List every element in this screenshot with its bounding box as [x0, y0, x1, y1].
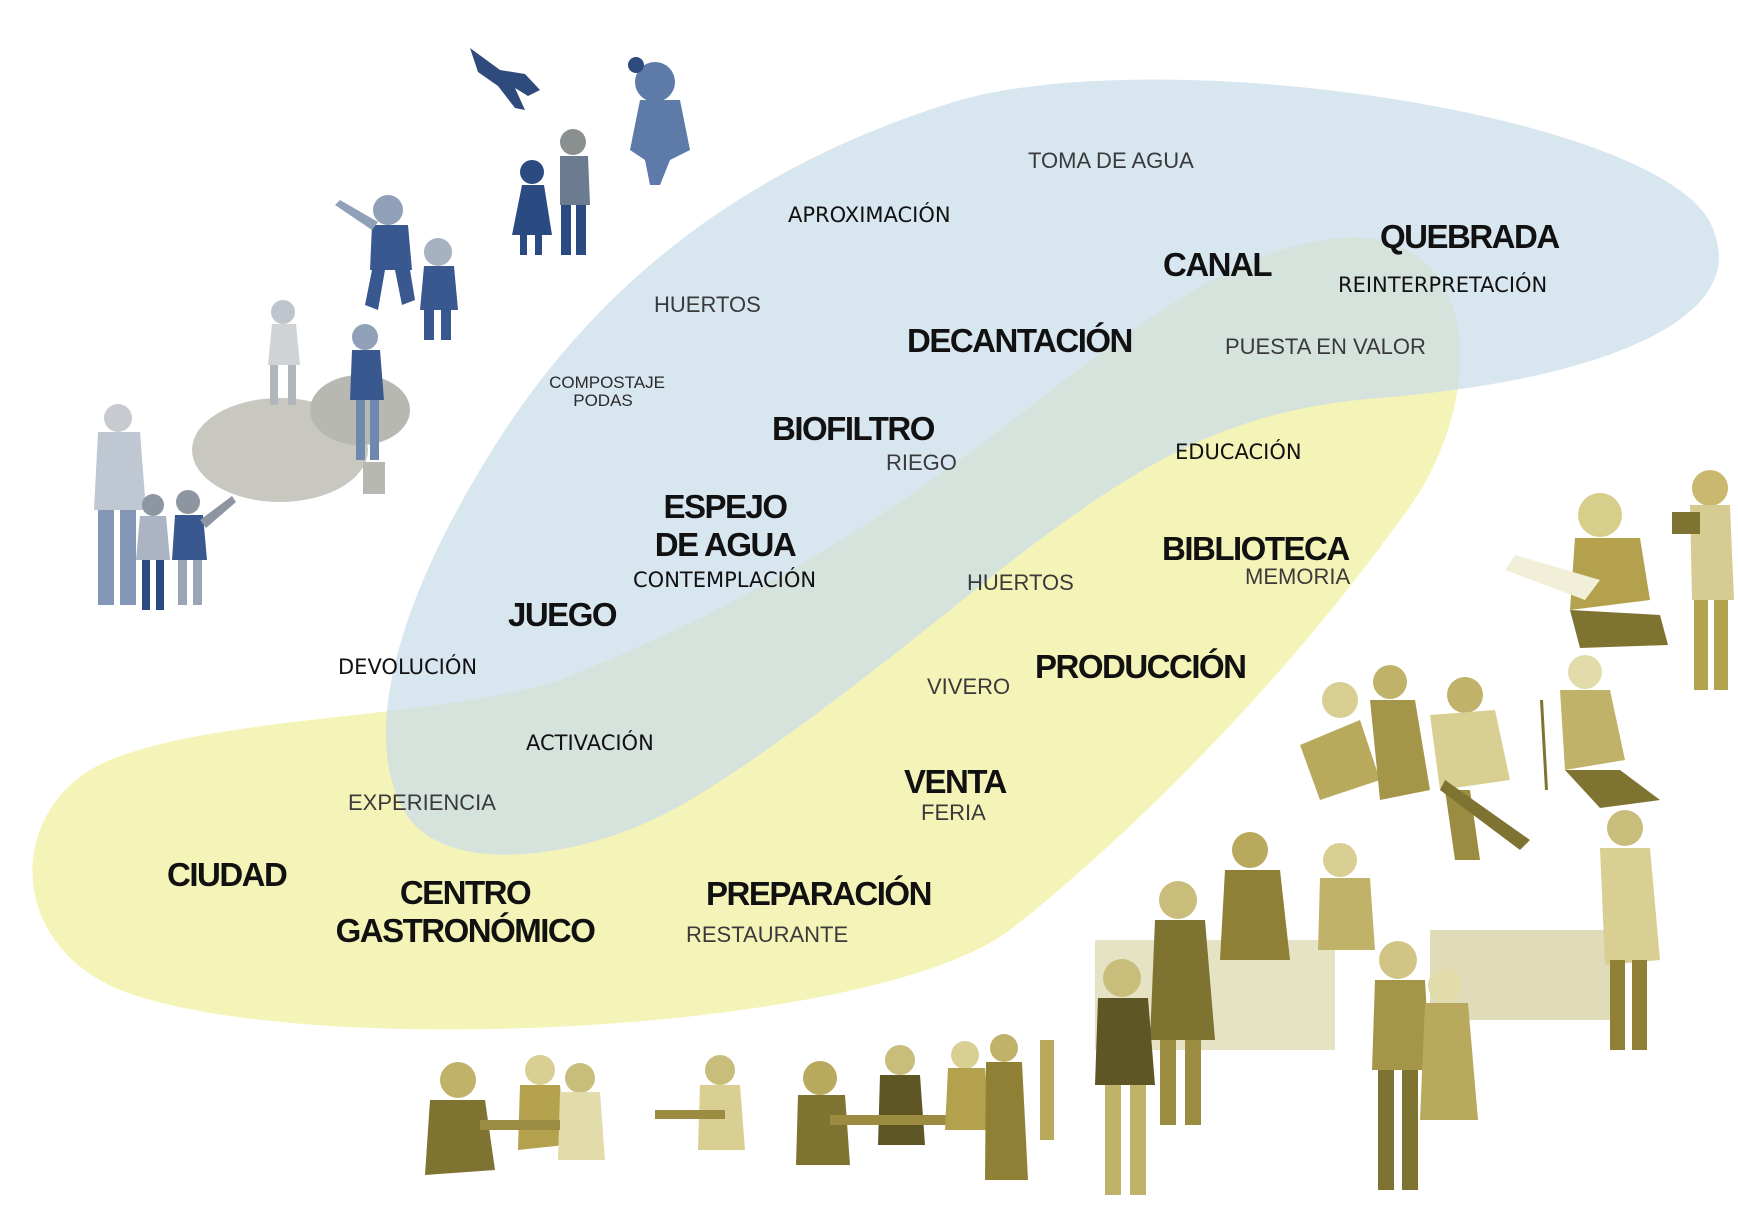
label-vivero: VIVERO [927, 674, 1011, 699]
reading-child-figure [1505, 493, 1668, 648]
label-compostaje: COMPOSTAJE [549, 373, 665, 392]
label-devolucion: DEVOLUCIÓN [338, 655, 478, 679]
label-huertos-top: HUERTOS [654, 292, 761, 317]
label-activacion: ACTIVACIÓN [526, 731, 654, 755]
label-podas: PODAS [573, 391, 633, 410]
label-memoria: MEMORIA [1245, 564, 1351, 589]
label-huertos-mid: HUERTOS [967, 570, 1074, 595]
label-gastronomico: GASTRONÓMICO [335, 912, 596, 949]
reading-man-figure [1672, 470, 1734, 690]
label-decantacion: DECANTACIÓN [907, 322, 1133, 359]
label-biofiltro: BIOFILTRO [772, 410, 935, 447]
label-toma-de-agua: TOMA DE AGUA [1028, 148, 1194, 173]
label-educacion: EDUCACIÓN [1175, 440, 1302, 464]
label-produccion: PRODUCCIÓN [1035, 648, 1247, 685]
blue-zone [385, 79, 1719, 855]
label-canal: CANAL [1163, 246, 1272, 283]
label-de-agua: DE AGUA [654, 526, 797, 563]
label-centro: CENTRO [399, 874, 532, 911]
children-on-rocks-figure [192, 300, 410, 502]
label-feria: FERIA [921, 800, 986, 825]
two-children-figure [512, 129, 590, 255]
label-experiencia: EXPERIENCIA [348, 790, 496, 815]
label-ciudad: CIUDAD [167, 856, 288, 893]
label-reinterpretacion: REINTERPRETACIÓN [1338, 273, 1548, 297]
gardeners-figure [1300, 655, 1660, 860]
cafe-tables-figure [425, 1034, 1054, 1180]
label-venta: VENTA [904, 763, 1007, 800]
label-puesta-en-valor: PUESTA EN VALOR [1225, 334, 1426, 359]
label-espejo: ESPEJO [663, 488, 788, 525]
label-quebrada: QUEBRADA [1380, 218, 1560, 255]
grandfather-and-children-figure [94, 404, 236, 610]
label-aproximacion: APROXIMACIÓN [788, 203, 951, 227]
label-restaurante: RESTAURANTE [686, 922, 849, 947]
label-preparacion: PREPARACIÓN [706, 875, 932, 912]
bird-figure [470, 48, 540, 110]
label-riego: RIEGO [886, 450, 957, 475]
label-juego: JUEGO [508, 596, 618, 633]
label-biblioteca: BIBLIOTECA [1162, 530, 1350, 567]
jumping-children-figure [335, 195, 458, 340]
label-contemplacion: CONTEMPLACIÓN [633, 568, 817, 592]
child-on-toes-figure [628, 57, 690, 185]
market-crowd-figure [1095, 810, 1660, 1195]
